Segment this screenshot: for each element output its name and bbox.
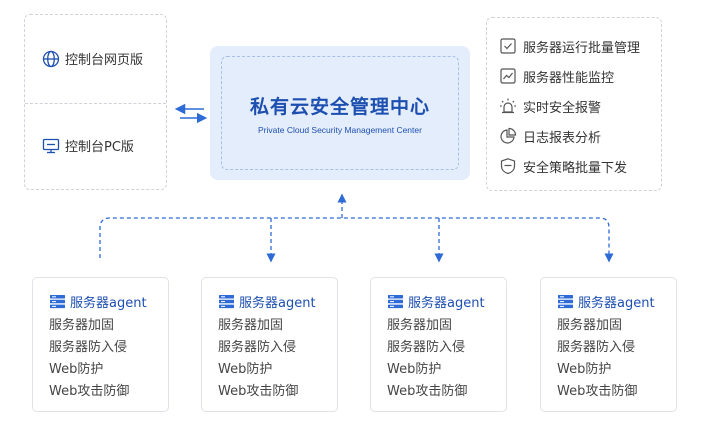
agent-feature: 服务器加固 xyxy=(49,318,115,333)
console-pc-label: 控制台PC版 xyxy=(65,140,134,155)
management-center: 私有云安全管理中心 Private Cloud Security Managem… xyxy=(210,46,470,180)
agent-feature: Web防护 xyxy=(218,362,273,377)
agent-title: 服务器agent xyxy=(578,295,655,311)
feature-item: 服务器运行批量管理 xyxy=(499,31,661,61)
agent-feature: Web防护 xyxy=(387,362,442,377)
feature-label: 安全策略批量下发 xyxy=(523,160,628,176)
agent-feature: 服务器加固 xyxy=(387,318,453,333)
feature-item: 安全策略批量下发 xyxy=(499,151,661,181)
agent-title-row: 服务器agent xyxy=(218,291,337,311)
agent-feature: Web攻击防御 xyxy=(387,384,468,399)
server-icon xyxy=(387,293,404,310)
agent-feature: 服务器防入侵 xyxy=(387,340,466,355)
feature-item: 日志报表分析 xyxy=(499,121,661,151)
console-pc-item[interactable]: 控制台PC版 xyxy=(25,102,166,189)
feature-label: 实时安全报警 xyxy=(523,100,602,116)
server-icon xyxy=(557,293,574,310)
agent-title-row: 服务器agent xyxy=(49,291,168,311)
bidirectional-arrow xyxy=(174,103,208,124)
feature-item: 服务器性能监控 xyxy=(499,61,661,91)
agent-card: 服务器agent 服务器加固 服务器防入侵 Web防护 Web攻击防御 xyxy=(370,277,507,412)
agent-title-row: 服务器agent xyxy=(557,291,676,311)
monitor-icon xyxy=(41,136,61,156)
agent-title: 服务器agent xyxy=(239,295,316,311)
pie-chart-icon xyxy=(499,127,517,145)
console-web-label: 控制台网页版 xyxy=(65,53,144,68)
agent-feature: Web攻击防御 xyxy=(49,384,130,399)
center-title: 私有云安全管理中心 xyxy=(249,95,430,118)
line-chart-icon xyxy=(499,67,517,85)
agent-feature: Web攻击防御 xyxy=(557,384,638,399)
alarm-icon xyxy=(499,97,517,115)
agent-feature: Web防护 xyxy=(557,362,612,377)
feature-label: 服务器运行批量管理 xyxy=(523,40,641,56)
agent-feature: 服务器加固 xyxy=(557,318,623,333)
agent-feature: 服务器防入侵 xyxy=(218,340,297,355)
agent-card: 服务器agent 服务器加固 服务器防入侵 Web防护 Web攻击防御 xyxy=(540,277,677,412)
agent-feature: Web攻击防御 xyxy=(218,384,299,399)
agent-card: 服务器agent 服务器加固 服务器防入侵 Web防护 Web攻击防御 xyxy=(201,277,338,412)
agent-feature: Web防护 xyxy=(49,362,104,377)
center-subtitle: Private Cloud Security Management Center xyxy=(258,124,422,135)
agent-title: 服务器agent xyxy=(70,295,147,311)
console-panel: 控制台网页版 控制台PC版 xyxy=(24,14,167,190)
feature-label: 服务器性能监控 xyxy=(523,70,615,86)
agent-feature: 服务器防入侵 xyxy=(49,340,128,355)
agent-card: 服务器agent 服务器加固 服务器防入侵 Web防护 Web攻击防御 xyxy=(32,277,169,412)
agent-feature: 服务器加固 xyxy=(218,318,284,333)
globe-icon xyxy=(41,49,61,69)
feature-list: 服务器运行批量管理 服务器性能监控 实时安全报警 xyxy=(486,17,662,191)
management-center-inner: 私有云安全管理中心 Private Cloud Security Managem… xyxy=(221,56,459,170)
agent-title-row: 服务器agent xyxy=(387,291,506,311)
server-icon xyxy=(218,293,235,310)
console-divider xyxy=(25,103,166,104)
feature-item: 实时安全报警 xyxy=(499,91,661,121)
checkbox-icon xyxy=(499,37,517,55)
shield-icon xyxy=(499,157,517,175)
agent-feature: 服务器防入侵 xyxy=(557,340,636,355)
server-icon xyxy=(49,293,66,310)
feature-label: 日志报表分析 xyxy=(523,130,602,146)
console-web-item[interactable]: 控制台网页版 xyxy=(25,15,166,102)
agent-tree-lines xyxy=(99,193,614,263)
agent-title: 服务器agent xyxy=(408,295,485,311)
